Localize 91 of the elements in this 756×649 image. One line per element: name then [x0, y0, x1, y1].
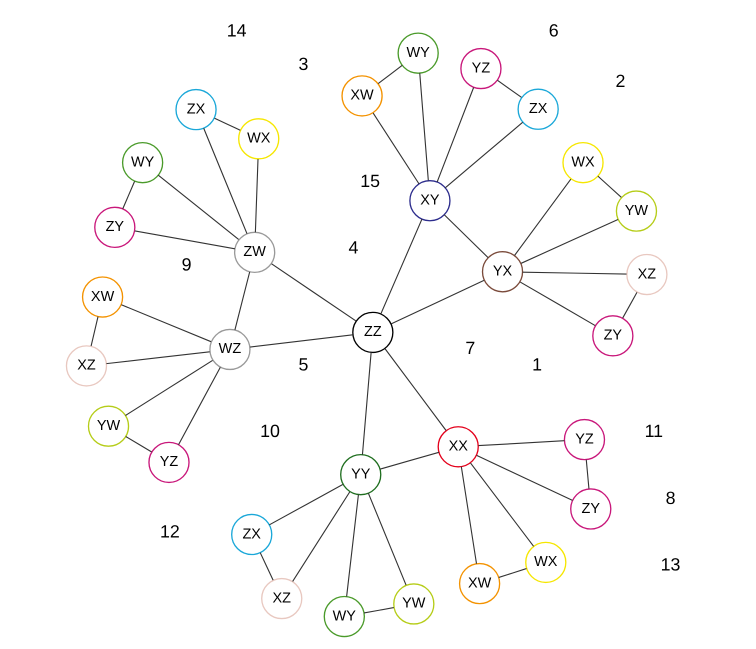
label: 9 — [181, 254, 192, 274]
connector — [377, 64, 402, 84]
label: 12 — [160, 521, 180, 542]
connector — [418, 73, 428, 181]
node-circle: YX — [481, 251, 523, 292]
connector — [444, 122, 522, 188]
connector — [268, 484, 342, 526]
node-circle: XY — [408, 180, 450, 222]
connector — [519, 282, 595, 326]
connector — [254, 159, 258, 232]
label: 4 — [348, 238, 358, 258]
connector — [214, 118, 240, 131]
node-circle: WX — [238, 118, 279, 160]
node-circle: ZZ — [352, 312, 394, 354]
node-circle: WZ — [208, 328, 250, 370]
connector — [476, 454, 572, 501]
connector — [520, 218, 618, 264]
node-circle: ZY — [592, 315, 634, 356]
connector — [346, 494, 358, 597]
node-circle: WY — [323, 596, 364, 638]
node-circle: YZ — [563, 418, 605, 460]
connector — [514, 178, 571, 256]
label: 8 — [665, 488, 675, 508]
node-circle: YY — [340, 454, 381, 496]
connector — [292, 492, 350, 582]
label: 10 — [260, 421, 280, 442]
connector — [478, 440, 564, 446]
connector — [124, 436, 152, 452]
label: 14 — [226, 20, 246, 41]
connector — [361, 352, 372, 455]
node-circle: YW — [87, 406, 129, 447]
node-circle: XX — [437, 426, 478, 468]
connector — [380, 219, 422, 314]
label: 15 — [360, 170, 380, 191]
connector — [363, 607, 394, 614]
node-circle: XW — [340, 75, 382, 117]
connector — [380, 452, 439, 470]
connector — [202, 128, 247, 234]
node-circle: XZ — [260, 578, 302, 620]
connector — [443, 214, 488, 258]
connector — [124, 360, 212, 416]
connector — [259, 552, 274, 580]
node-circle: ZW — [233, 232, 275, 274]
node-circle: YW — [392, 583, 434, 625]
connector — [436, 87, 474, 182]
connector — [120, 304, 211, 342]
connector — [470, 462, 534, 547]
connector — [372, 112, 419, 184]
label: 2 — [615, 70, 625, 91]
label: 3 — [298, 54, 308, 74]
connector — [522, 272, 626, 275]
connector — [367, 492, 406, 586]
node-circle: XZ — [626, 254, 668, 296]
connector — [585, 460, 589, 489]
connector — [622, 292, 637, 318]
connector — [250, 334, 352, 348]
node-circle: WY — [121, 142, 163, 184]
label: 11 — [644, 421, 663, 442]
connector — [390, 280, 484, 324]
node-circle: ZY — [570, 488, 611, 530]
node-circle: WY — [396, 32, 438, 74]
connector — [460, 466, 477, 564]
connector — [134, 230, 235, 250]
node-circle: XW — [81, 276, 123, 318]
label: 6 — [548, 20, 558, 41]
node-circle: XW — [458, 562, 500, 604]
label: 13 — [660, 554, 680, 575]
node-circle: ZX — [230, 514, 272, 556]
connector — [597, 176, 622, 198]
node-circle: YW — [615, 190, 657, 232]
label: 7 — [464, 338, 475, 358]
node-circle: WX — [562, 142, 604, 184]
connector — [106, 351, 210, 364]
connector — [496, 80, 522, 98]
label: 1 — [532, 354, 542, 374]
node-circle: ZX — [174, 88, 216, 130]
node-circle: ZX — [516, 88, 558, 130]
node-circle: XZ — [65, 345, 107, 387]
node-circle: WX — [524, 542, 566, 584]
connector — [157, 174, 238, 240]
connector — [178, 367, 220, 445]
connector — [270, 263, 356, 322]
node-circle: YZ — [148, 442, 190, 484]
node-circle: ZY — [94, 206, 135, 248]
label: 5 — [298, 354, 308, 374]
connector — [498, 568, 526, 578]
connector — [234, 272, 250, 330]
connector — [90, 316, 98, 346]
connector — [384, 348, 446, 431]
connector — [122, 181, 135, 210]
node-circle: YZ — [460, 48, 502, 90]
